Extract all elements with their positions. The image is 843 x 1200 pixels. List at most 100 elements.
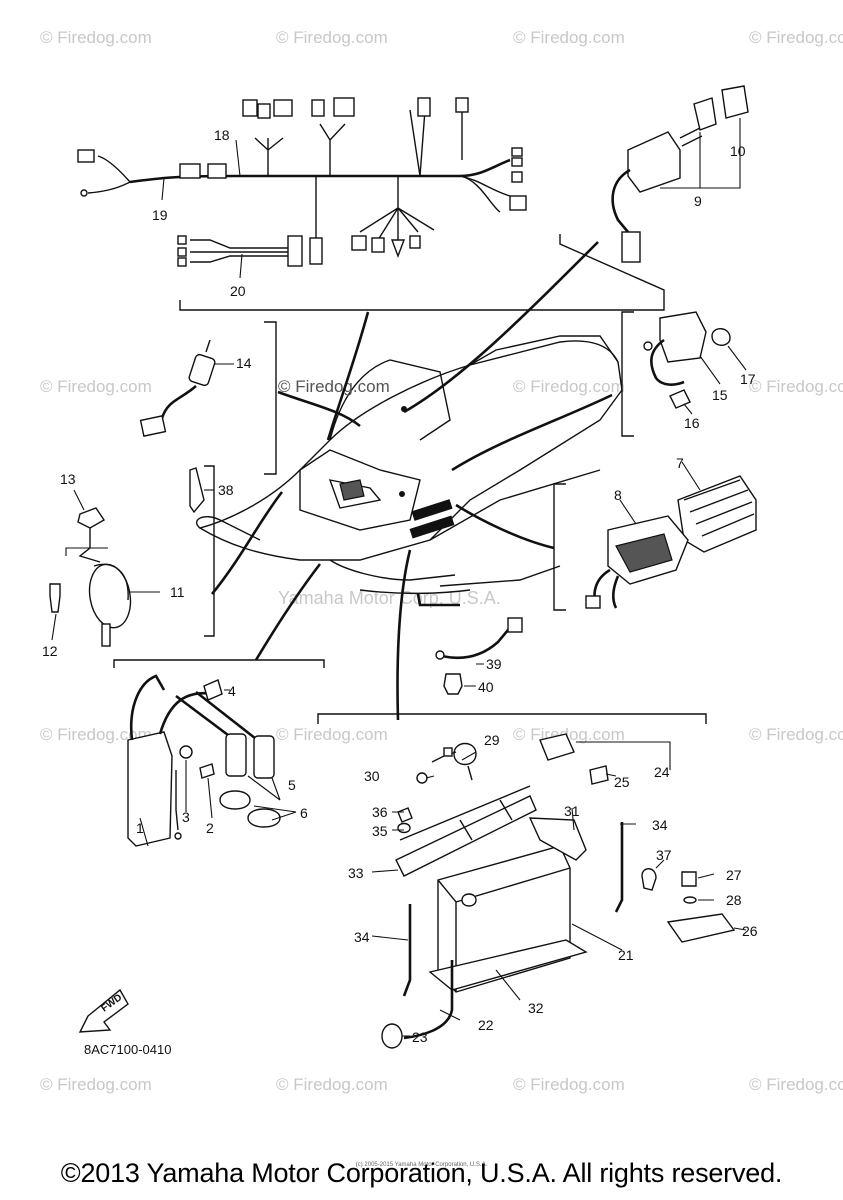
leaders-15-16-17 bbox=[683, 345, 747, 415]
battery-terminal bbox=[461, 893, 477, 907]
callout-11: 11 bbox=[170, 584, 185, 600]
watermark: © Firedog.com bbox=[40, 377, 152, 396]
group-bracket bbox=[553, 483, 566, 611]
connector bbox=[311, 99, 325, 117]
cdi-fins bbox=[683, 479, 755, 537]
leader-20 bbox=[239, 253, 243, 279]
rectifier-cover bbox=[615, 533, 673, 573]
connector bbox=[509, 195, 527, 211]
fwd-arrow-icon: FWD bbox=[78, 988, 129, 1033]
connector bbox=[585, 595, 601, 609]
callout-15: 15 bbox=[712, 387, 728, 403]
group-bracket bbox=[559, 234, 665, 300]
connector bbox=[177, 247, 187, 257]
watermark: © Firedog.com bbox=[40, 28, 152, 47]
leaders-39-40 bbox=[464, 663, 484, 687]
callout-37: 37 bbox=[656, 847, 672, 863]
callout-1: 1 bbox=[136, 820, 144, 836]
plug-leads bbox=[175, 690, 261, 744]
mount-point bbox=[399, 491, 405, 497]
connector bbox=[507, 617, 523, 633]
part-7-8-cdi bbox=[585, 461, 757, 609]
connector bbox=[443, 747, 453, 757]
callout-3: 3 bbox=[182, 809, 190, 825]
leaders-11-12-13 bbox=[51, 489, 160, 641]
group-bracket bbox=[113, 659, 325, 668]
strap-31 bbox=[528, 817, 587, 861]
part-14-switch bbox=[139, 339, 234, 437]
terminal bbox=[174, 832, 182, 840]
callout-12: 12 bbox=[42, 643, 58, 659]
group-bracket bbox=[317, 713, 707, 724]
connector bbox=[371, 237, 385, 253]
bolt-16 bbox=[669, 389, 691, 409]
callout-31: 31 bbox=[564, 803, 580, 819]
callout-34a: 34 bbox=[354, 929, 370, 945]
connector bbox=[177, 235, 187, 245]
lead-39 bbox=[441, 629, 509, 660]
cap-23 bbox=[381, 1023, 403, 1049]
harness-drops bbox=[254, 109, 463, 177]
fuse-25 bbox=[589, 765, 609, 785]
connector bbox=[417, 97, 431, 117]
harness-branch bbox=[459, 175, 501, 213]
headlight bbox=[339, 479, 365, 501]
part-38-band bbox=[189, 467, 214, 514]
washer-3 bbox=[179, 745, 193, 759]
callout-36: 36 bbox=[372, 804, 388, 820]
watermark: © Firedog.com bbox=[749, 725, 843, 744]
connector bbox=[333, 97, 355, 117]
connector bbox=[309, 237, 323, 265]
electrical-box-mark bbox=[409, 515, 455, 539]
harness-drops bbox=[315, 176, 435, 241]
connector bbox=[257, 103, 271, 119]
vent-hose-22 bbox=[403, 960, 454, 1040]
part-11-12-13-horn bbox=[49, 489, 160, 647]
main-switch-group bbox=[559, 85, 749, 300]
watermark: © Firedog.com bbox=[513, 1075, 625, 1094]
plug-cap-5 bbox=[253, 735, 275, 779]
leader-19 bbox=[161, 177, 165, 201]
main-harness-wire bbox=[129, 158, 511, 184]
pointer-line bbox=[277, 390, 361, 428]
horn-rim bbox=[93, 563, 129, 601]
watermark: © Firedog.com bbox=[40, 725, 152, 744]
group-bracket bbox=[621, 311, 634, 437]
copyright-footer: ©2013 Yamaha Motor Corporation, U.S.A. A… bbox=[60, 1158, 783, 1188]
electrical-parts-diagram: © Firedog.com © Firedog.com © Firedog.co… bbox=[40, 28, 843, 1094]
connector bbox=[242, 99, 258, 117]
callout-33: 33 bbox=[348, 865, 364, 881]
key-shaft bbox=[679, 127, 703, 147]
group-brackets bbox=[113, 311, 707, 724]
track-lower bbox=[359, 565, 561, 595]
key-cap bbox=[721, 85, 749, 119]
callout-34b: 34 bbox=[652, 817, 668, 833]
wire-harness-group bbox=[77, 97, 665, 311]
bolt-27 bbox=[681, 871, 697, 887]
regulator-body bbox=[659, 311, 707, 363]
main-switch-body bbox=[627, 131, 681, 193]
callout-21: 21 bbox=[618, 947, 634, 963]
electrical-box-mark bbox=[411, 499, 453, 521]
washer-35 bbox=[397, 822, 411, 834]
switch-lead bbox=[160, 385, 197, 419]
holder-ribs bbox=[399, 785, 531, 841]
callout-27: 27 bbox=[726, 867, 742, 883]
connector bbox=[273, 99, 293, 117]
callout-39: 39 bbox=[486, 656, 502, 672]
callout-17: 17 bbox=[740, 371, 756, 387]
watermark: © Firedog.com bbox=[40, 1075, 152, 1094]
callout-26: 26 bbox=[742, 923, 758, 939]
connector bbox=[351, 235, 367, 251]
watermark: © Firedog.com bbox=[276, 1075, 388, 1094]
connector bbox=[511, 147, 523, 157]
switch-connector bbox=[139, 415, 167, 437]
harness-branch bbox=[87, 181, 131, 194]
leaders-1-6 bbox=[139, 689, 297, 847]
connector bbox=[77, 149, 95, 163]
seat-outline bbox=[469, 335, 619, 366]
block-26 bbox=[666, 913, 736, 943]
callout-35: 35 bbox=[372, 823, 388, 839]
horn-terminal bbox=[101, 623, 111, 647]
ignition-coil-group bbox=[127, 674, 297, 847]
